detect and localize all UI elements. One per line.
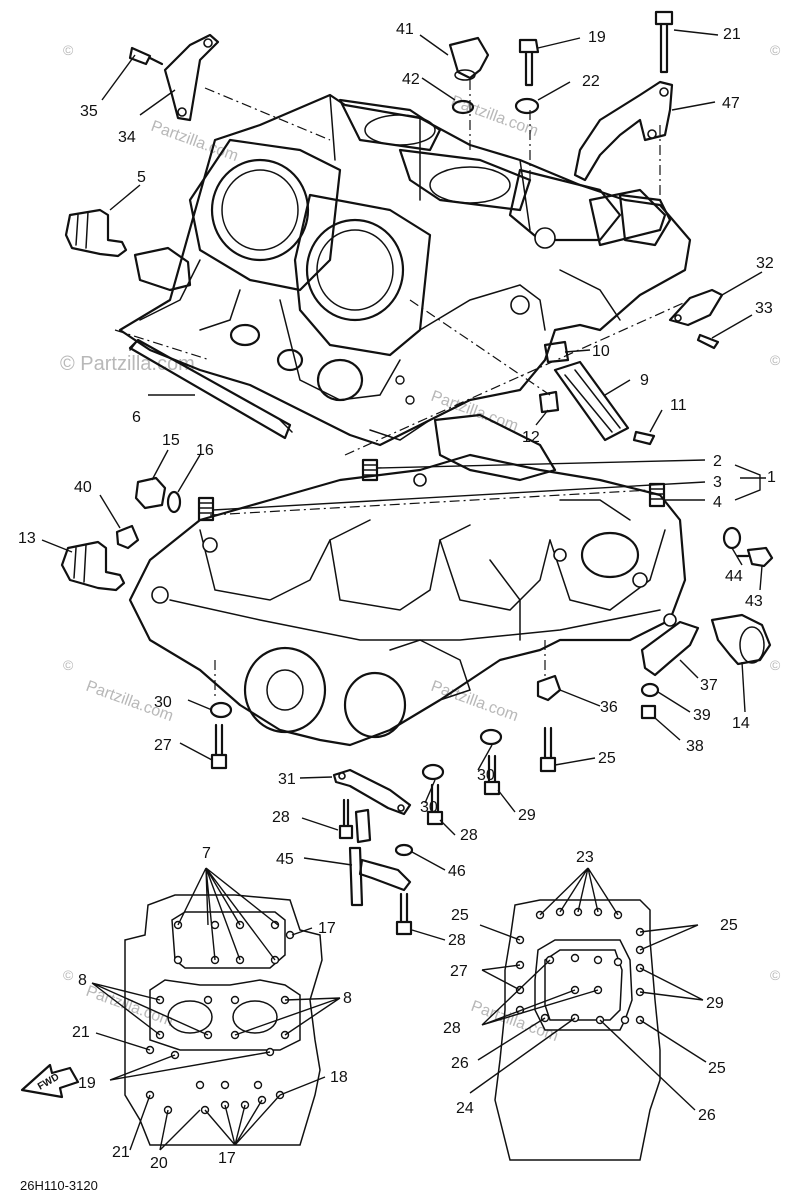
callout-26: 26 — [451, 1055, 469, 1072]
callout-26: 26 — [698, 1107, 716, 1124]
callout-19: 19 — [588, 29, 606, 46]
watermark-mark: © — [770, 657, 781, 673]
callout-4: 4 — [713, 494, 722, 511]
callout-28: 28 — [272, 809, 290, 826]
callout-25: 25 — [451, 907, 469, 924]
callout-30: 30 — [420, 799, 438, 816]
callout-32: 32 — [756, 255, 774, 272]
callout-23: 23 — [576, 849, 594, 866]
callout-16: 16 — [196, 442, 214, 459]
callout-28: 28 — [460, 827, 478, 844]
watermark-mark: © — [770, 967, 781, 983]
callout-21: 21 — [723, 26, 741, 43]
callout-15: 15 — [162, 432, 180, 449]
callout-5: 5 — [137, 169, 146, 186]
callout-6: 6 — [132, 409, 141, 426]
upper-crankcase — [118, 93, 692, 447]
callout-1: 1 — [767, 469, 776, 486]
callout-25: 25 — [708, 1060, 726, 1077]
callout-43: 43 — [745, 593, 763, 610]
callout-3: 3 — [713, 474, 722, 491]
watermark-mark: © — [63, 42, 74, 58]
callout-25: 25 — [598, 750, 616, 767]
callout-18: 18 — [330, 1069, 348, 1086]
watermark-mark: © — [63, 967, 74, 983]
callout-30: 30 — [477, 767, 495, 784]
watermark-main: © Partzilla.com — [60, 353, 195, 375]
callout-19: 19 — [78, 1075, 96, 1092]
watermark-mark: © — [770, 42, 781, 58]
watermark-small: Partzilla.com — [429, 678, 521, 725]
callout-29: 29 — [706, 995, 724, 1012]
callout-46: 46 — [448, 863, 466, 880]
alignment-lines — [114, 80, 691, 700]
watermark-mark: © — [63, 657, 74, 673]
callout-17: 17 — [318, 920, 336, 937]
callout-9: 9 — [640, 372, 649, 389]
callout-13: 13 — [18, 530, 36, 547]
small-parts — [60, 10, 774, 936]
callout-34: 34 — [118, 129, 136, 146]
watermark-small: Partzilla.com — [149, 118, 241, 165]
callout-24: 24 — [456, 1100, 474, 1117]
callout-17: 17 — [218, 1150, 236, 1167]
callout-41: 41 — [396, 21, 414, 38]
callout-8: 8 — [343, 990, 352, 1007]
callout-28: 28 — [448, 932, 466, 949]
callout-44: 44 — [725, 568, 743, 585]
callout-22: 22 — [582, 73, 600, 90]
callout-20: 20 — [150, 1155, 168, 1172]
callout-40: 40 — [74, 479, 92, 496]
drawing-code: 26H110-3120 — [20, 1178, 98, 1193]
callout-31: 31 — [278, 771, 296, 788]
callout-11: 11 — [670, 397, 687, 414]
leader-lines — [41, 29, 766, 1151]
callout-labels: 1 2 3 4 5 6 7 8 8 9 10 11 12 13 14 15 16… — [18, 21, 776, 1172]
callout-7: 7 — [202, 845, 211, 862]
watermark-small: Partzilla.com — [84, 983, 176, 1030]
callout-42: 42 — [402, 71, 420, 88]
callout-38: 38 — [686, 738, 704, 755]
callout-47: 47 — [722, 95, 740, 112]
callout-2: 2 — [713, 453, 722, 470]
callout-21: 21 — [112, 1144, 130, 1161]
callout-25: 25 — [720, 917, 738, 934]
callout-35: 35 — [80, 103, 98, 120]
callout-12: 12 — [522, 429, 540, 446]
forward-arrow-icon: FWD — [20, 1063, 80, 1099]
callout-39: 39 — [693, 707, 711, 724]
callout-37: 37 — [700, 677, 718, 694]
callout-14: 14 — [732, 715, 750, 732]
callout-21: 21 — [72, 1024, 90, 1041]
callout-27: 27 — [450, 963, 468, 980]
callout-30: 30 — [154, 694, 172, 711]
callout-33: 33 — [755, 300, 773, 317]
callout-29: 29 — [518, 807, 536, 824]
callout-8: 8 — [78, 972, 87, 989]
callout-36: 36 — [600, 699, 618, 716]
lower-crankcase — [128, 413, 687, 747]
callout-27: 27 — [154, 737, 172, 754]
watermark-mark: © — [770, 352, 781, 368]
callout-10: 10 — [592, 343, 610, 360]
callout-45: 45 — [276, 851, 294, 868]
callout-28: 28 — [443, 1020, 461, 1037]
